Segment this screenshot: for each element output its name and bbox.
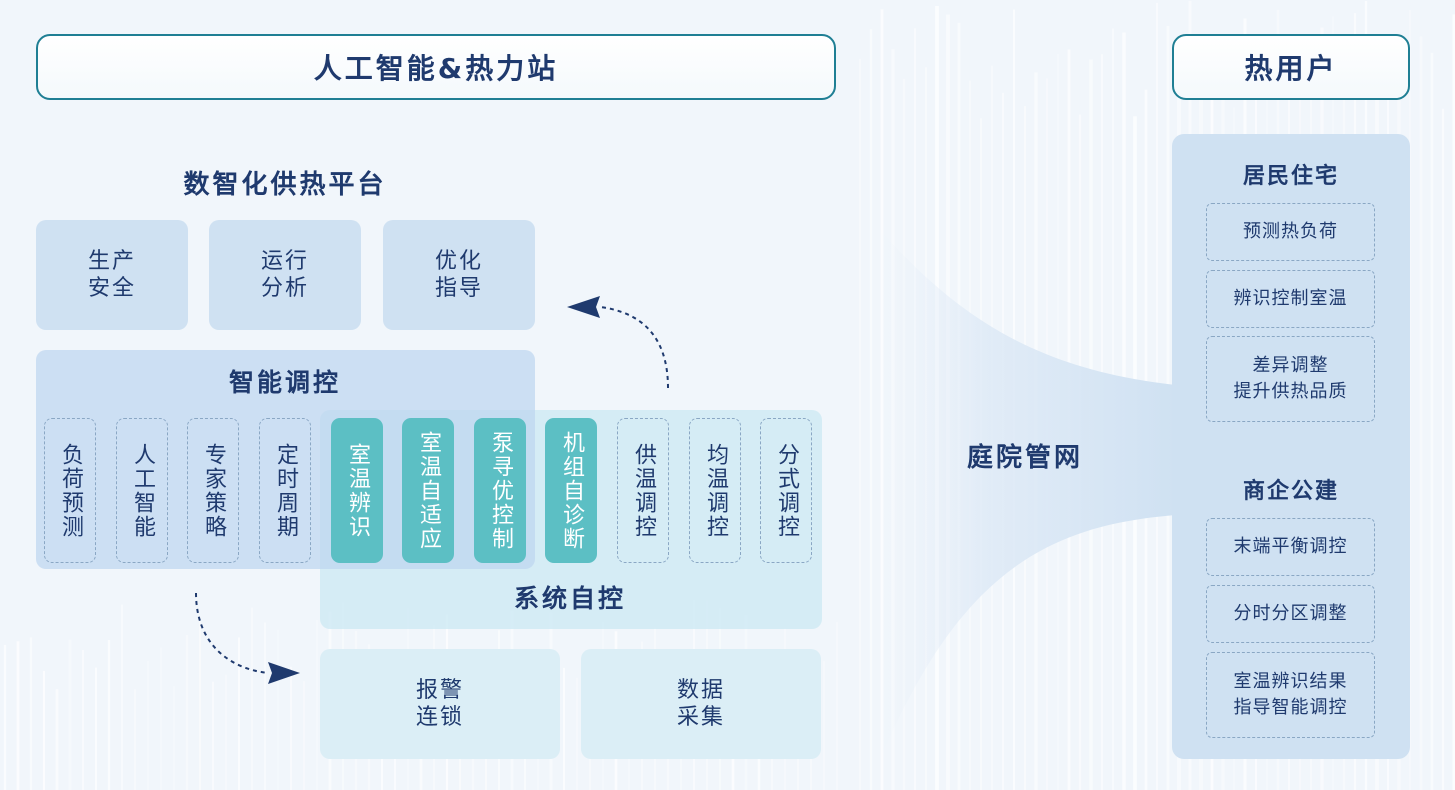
col-unit-self-diagnosis: 机组自诊断 [545,418,597,563]
header-heat-users: 热用户 [1172,34,1410,100]
item-time-zone-adjust: 分时分区调整 [1206,585,1375,643]
box-alarm-interlock: 报警 连锁 [320,649,560,759]
col-avg-temp-control: 均温调控 [689,418,741,563]
category-commercial: 商企公建 [1242,479,1339,504]
box-operation-analysis: 运行 分析 [209,220,361,330]
box-optimization-guidance: 优化 指导 [383,220,535,330]
header-heat-users-label: 热用户 [1244,52,1338,85]
header-ai-station: 人工智能&热力站 [36,34,836,100]
col-artificial-intelligence: 人工智能 [116,418,168,563]
header-ai-station-label: 人工智能&热力站 [313,52,559,85]
item-forecast-heat-load: 预测热负荷 [1206,203,1375,261]
col-scheduled-cycle: 定时周期 [259,418,311,563]
smart-control-title: 智能调控 [228,368,341,397]
item-room-temp-guidance: 室温辨识结果 指导智能调控 [1206,652,1375,738]
col-load-forecast: 负荷预测 [44,418,96,563]
box-production-safety: 生产 安全 [36,220,188,330]
item-differential-adjust: 差异调整 提升供热品质 [1206,336,1375,422]
auto-control-title: 系统自控 [513,584,626,613]
col-pump-optimization: 泵寻优控制 [474,418,526,563]
col-room-temp-adaptive: 室温自适应 [402,418,454,563]
network-label: 庭院管网 [966,442,1083,473]
item-terminal-balance: 末端平衡调控 [1206,518,1375,576]
category-residential: 居民住宅 [1242,164,1339,189]
item-identify-room-temp: 辨识控制室温 [1206,270,1375,328]
col-room-temp-identification: 室温辨识 [331,418,383,563]
col-supply-temp-control: 供温调控 [617,418,669,563]
col-expert-strategy: 专家策略 [187,418,239,563]
col-split-control: 分式调控 [760,418,812,563]
platform-title: 数智化供热平台 [183,169,387,200]
box-data-acquisition: 数据 采集 [581,649,821,759]
